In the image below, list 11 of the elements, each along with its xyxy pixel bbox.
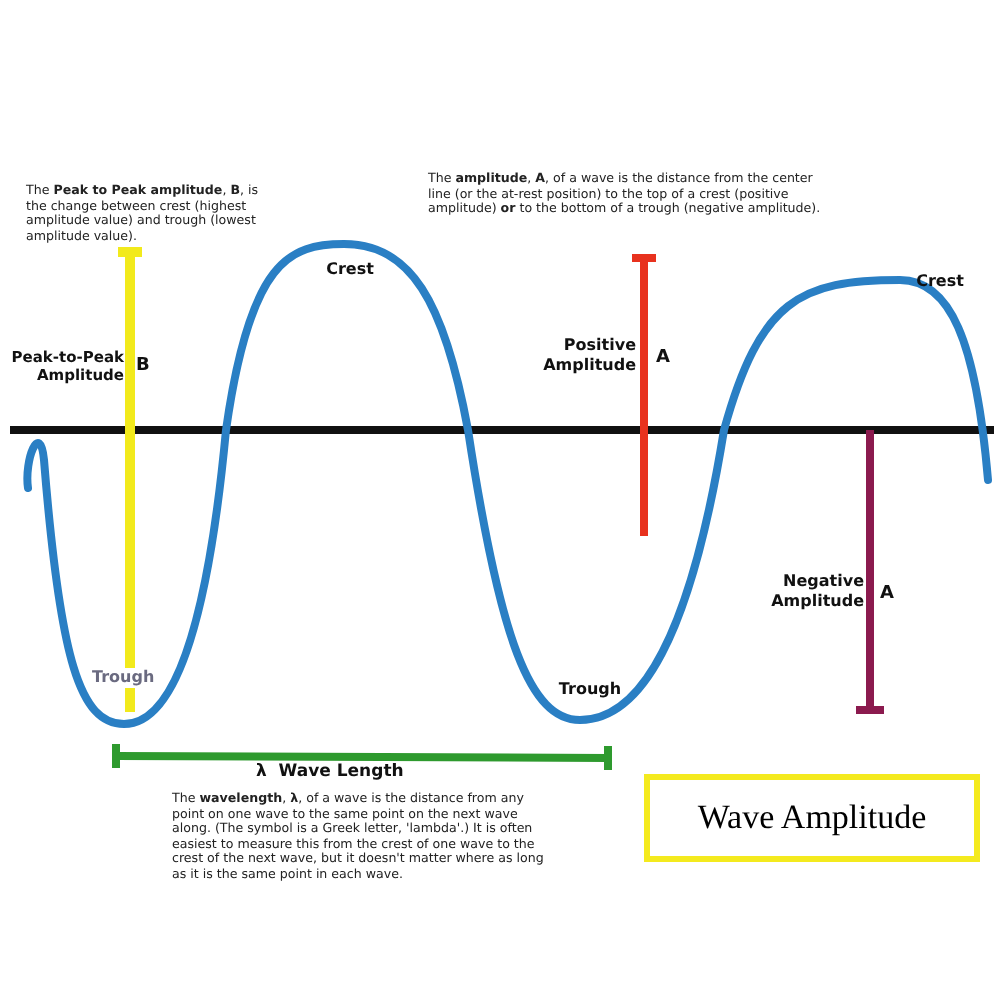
wave-label: Trough bbox=[92, 668, 152, 688]
measure-label: λ Wave Length bbox=[256, 762, 406, 783]
measure-label: A bbox=[880, 584, 896, 606]
measure-label: A bbox=[656, 348, 672, 370]
measure-label: Negative Amplitude bbox=[769, 572, 864, 611]
measure-label: B bbox=[136, 356, 152, 378]
wave-label: Trough bbox=[556, 680, 624, 700]
wave-label: Crest bbox=[914, 272, 966, 292]
wave-label: Crest bbox=[324, 260, 376, 280]
title-box: Wave Amplitude bbox=[644, 774, 980, 862]
measure-label: Positive Amplitude bbox=[541, 336, 636, 375]
